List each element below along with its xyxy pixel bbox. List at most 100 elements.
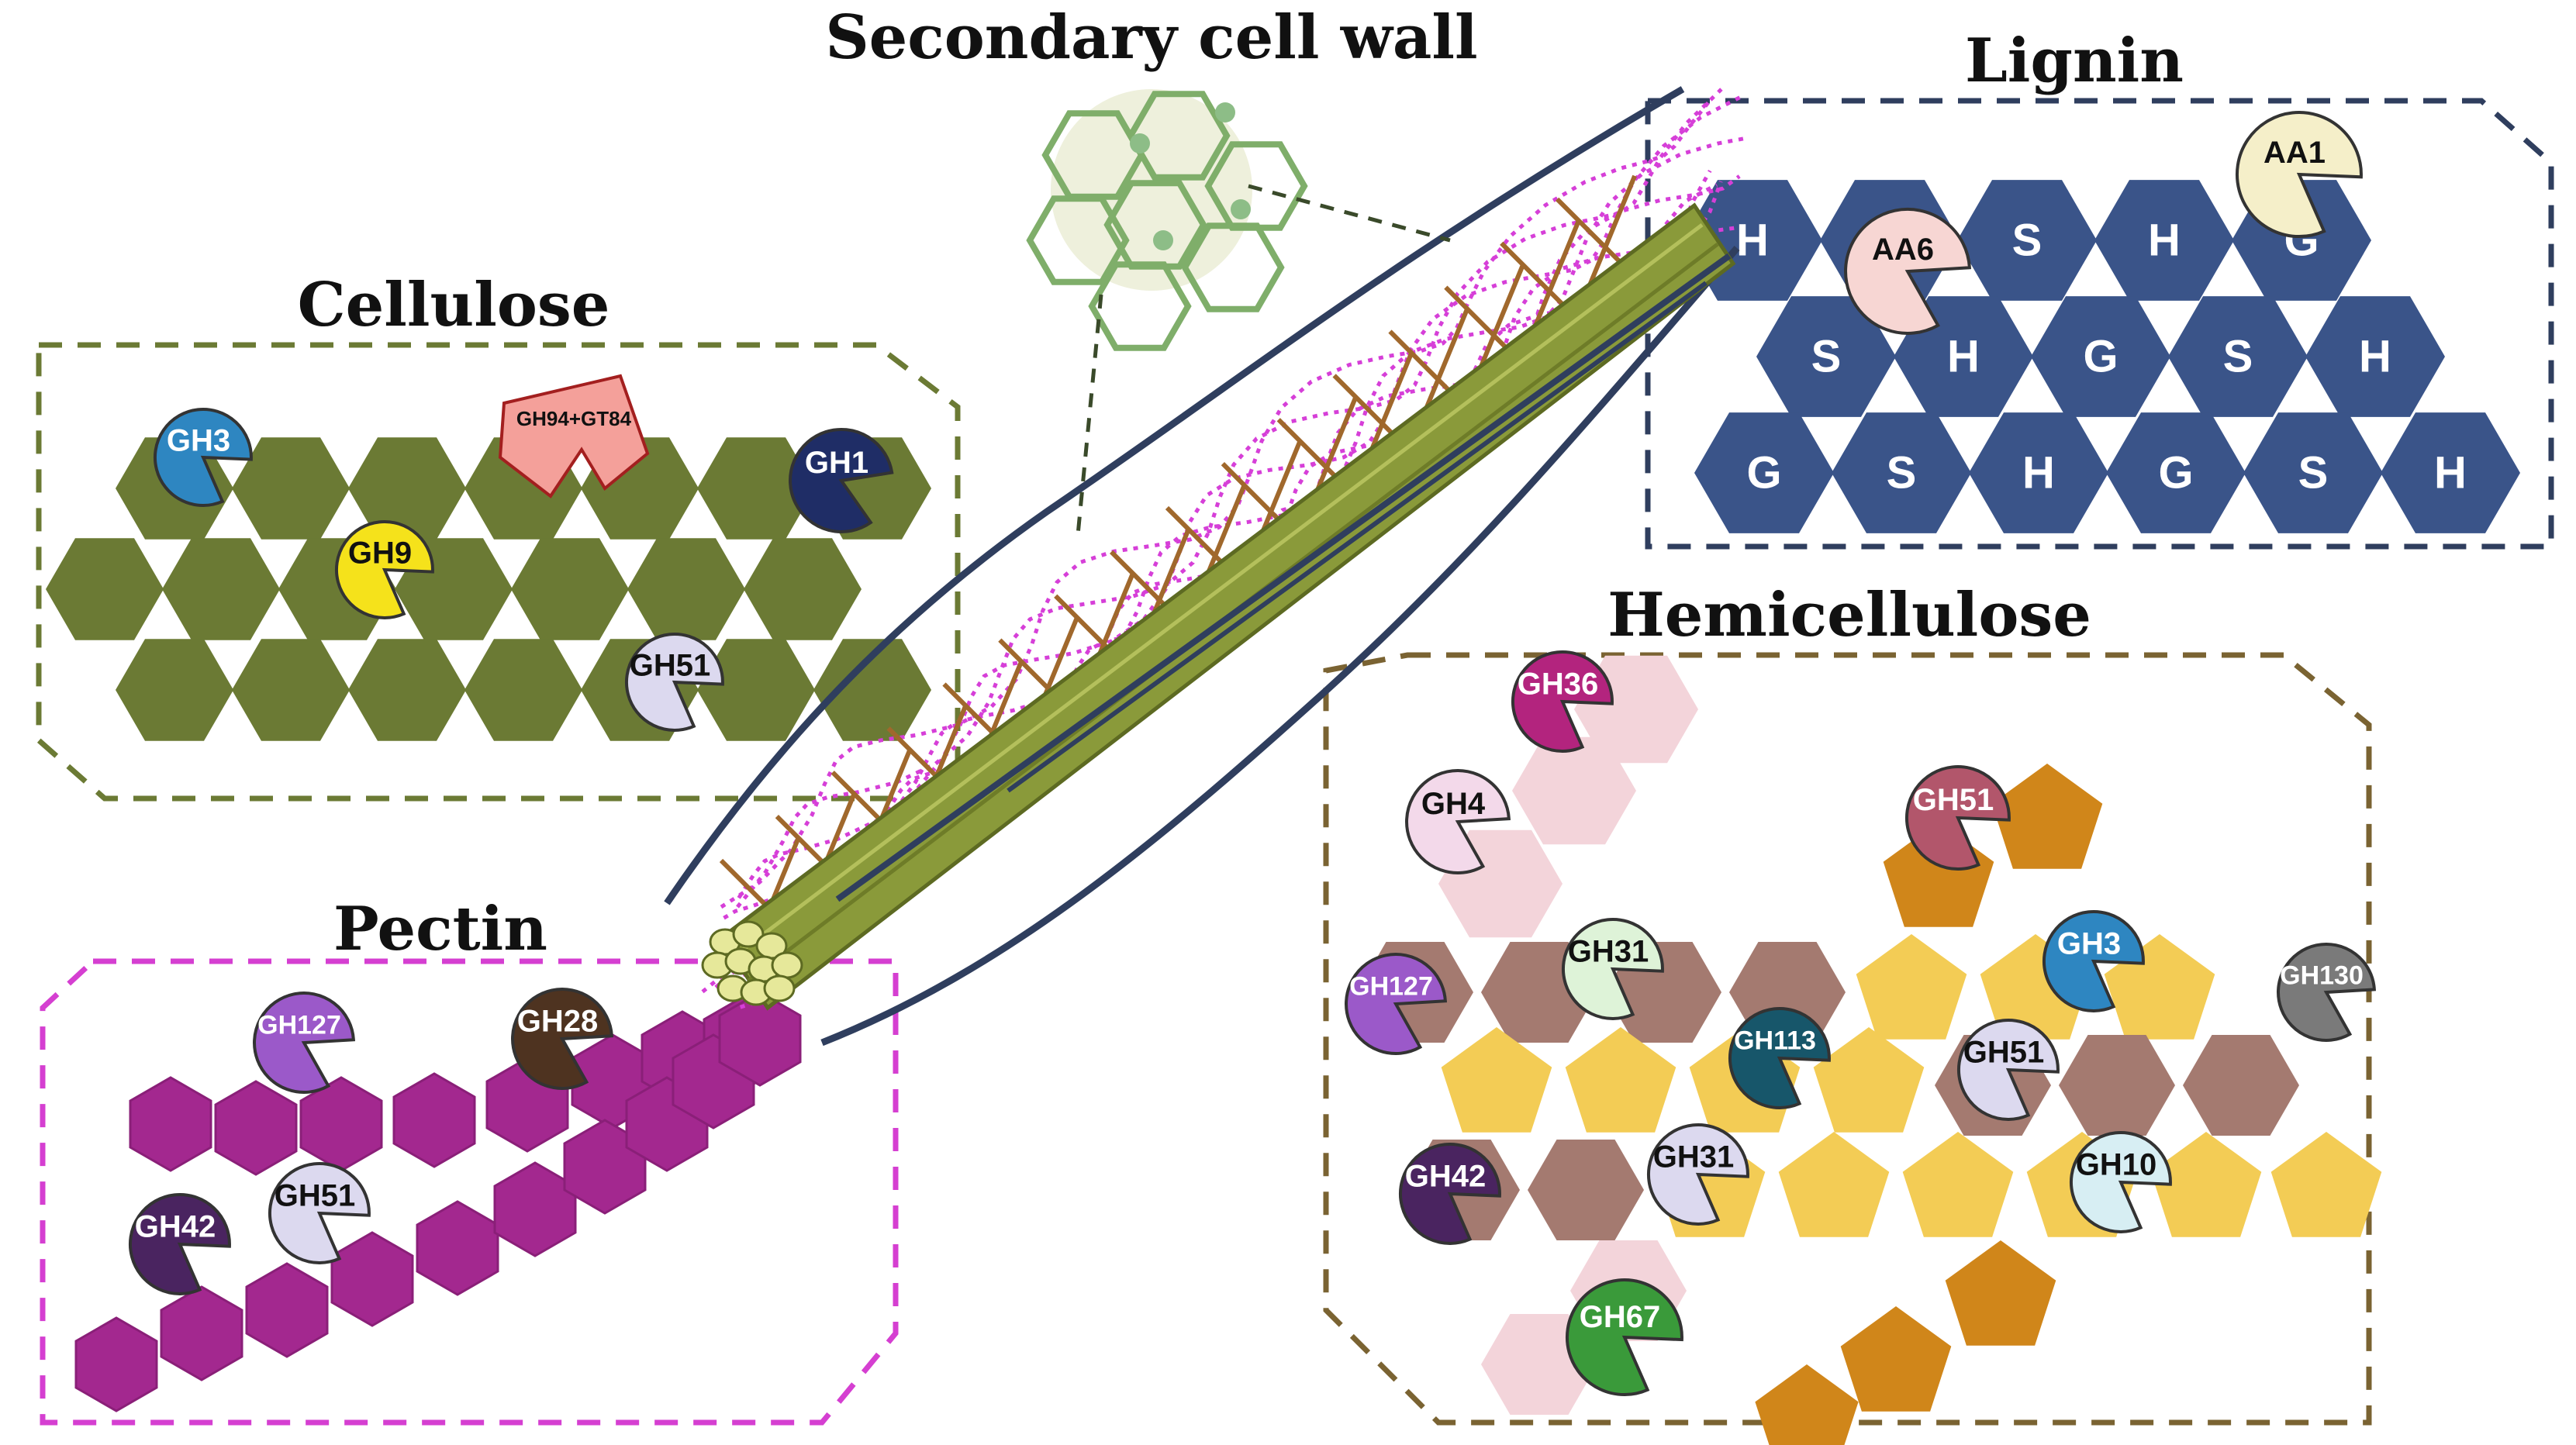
- lignin-unit-label: G: [1746, 448, 1781, 498]
- enzyme-cellulose: GH1: [789, 427, 894, 533]
- lignin-unit-label: S: [2223, 332, 2253, 382]
- enzyme-label: GH4: [1421, 787, 1486, 821]
- pectin-hexagon: [214, 1080, 298, 1176]
- lignin-unit-label: H: [2022, 448, 2055, 498]
- enzyme-shape: [1956, 1019, 2060, 1121]
- enzyme-label: GH67: [1580, 1300, 1661, 1334]
- enzyme-label: GH113: [1734, 1026, 1816, 1056]
- glucose-hexagon: [348, 437, 466, 540]
- sugar-hexagon: [2059, 1035, 2175, 1136]
- enzyme-pectin: GH51: [268, 1162, 371, 1264]
- lignin-hexagon: [1832, 412, 1971, 533]
- enzyme-shape: [1561, 918, 1664, 1020]
- enzyme-hemicellulose: GH42: [1398, 1143, 1501, 1245]
- lignin-unit-label: G: [2158, 448, 2193, 498]
- pectin-hexagon: [245, 1262, 329, 1358]
- enzyme-label: GH3: [167, 423, 230, 457]
- pectin-units: [74, 991, 802, 1412]
- lignin-title: Lignin: [1965, 26, 2184, 96]
- sugar-pentagon: [1755, 1364, 1859, 1445]
- glucose-hexagon: [162, 538, 280, 640]
- sugar-pentagon: [1856, 934, 1967, 1040]
- enzyme-hemicellulose: GH3: [2042, 910, 2145, 1012]
- enzyme-lignin: AA6: [1844, 207, 1972, 335]
- enzyme-label: GH1: [805, 446, 868, 480]
- lignin-hexagon: [2094, 180, 2234, 301]
- enzyme-pectin: GH127: [253, 991, 356, 1095]
- lignin-unit-label: H: [2148, 216, 2181, 266]
- hemicellulose-strand: [720, 98, 1712, 909]
- lignin-hexagon: [2243, 412, 2383, 533]
- lignin-hexagon: [2168, 296, 2308, 417]
- hemicellulose-units: [1357, 655, 2382, 1445]
- enzyme-pectin: GH42: [128, 1193, 231, 1295]
- enzyme-label: GH130: [2280, 960, 2364, 990]
- enzyme-hemicellulose: GH31: [1561, 918, 1664, 1020]
- glucose-hexagon: [464, 639, 582, 741]
- microfibril-end: [732, 920, 765, 948]
- enzyme-hemicellulose: GH51: [1905, 765, 2011, 871]
- enzyme-shape: [2277, 943, 2377, 1042]
- hemicellulose-strand: [736, 88, 1723, 909]
- lignin-border: [1645, 98, 2554, 550]
- plant-cell-outline: [1088, 261, 1192, 351]
- lignin-unit-label: S: [2298, 448, 2329, 498]
- enzyme-pectin: GH28: [511, 988, 614, 1091]
- plant-cell-outline: [1041, 110, 1145, 200]
- plant-cell-outline: [1103, 180, 1207, 270]
- lignin-hexagon: [2106, 412, 2246, 533]
- lignin-unit-label: S: [1811, 332, 1842, 382]
- hemicellulose-strand: [737, 95, 1741, 899]
- microfibril-end: [763, 974, 796, 1002]
- microfibril-inner-line: [835, 253, 1732, 902]
- lignin-unit-label: H: [2434, 448, 2467, 498]
- sugar-pentagon: [1902, 1132, 2014, 1237]
- enzyme-shape: [2236, 111, 2363, 238]
- glucose-hexagon: [232, 437, 350, 540]
- cellulose-panel: Cellulose: [36, 270, 961, 802]
- inset-leader-right: [1248, 184, 1451, 243]
- enzyme-label: GH51: [275, 1179, 356, 1213]
- cell-nucleus: [1130, 133, 1150, 153]
- glucose-hexagon: [348, 639, 466, 741]
- enzyme-shape: [128, 1193, 231, 1295]
- enzyme-hemicellulose: GH4: [1405, 768, 1511, 874]
- plant-cell-outline: [1026, 195, 1130, 285]
- pectin-panel: Pectin: [40, 894, 899, 1426]
- enzyme-label: GH31: [1653, 1140, 1735, 1174]
- enzyme-hemicellulose: GH36: [1511, 650, 1614, 753]
- enzyme-hemicellulose: GH51: [1956, 1019, 2060, 1121]
- enzyme-label: GH10: [2076, 1148, 2157, 1182]
- pectin-hexagon: [129, 1076, 212, 1172]
- plant-cell-outline: [1204, 141, 1308, 231]
- plant-cell-outline: [1127, 91, 1231, 181]
- enzyme-hemicellulose: GH31: [1646, 1123, 1749, 1226]
- glucose-hexagon: [46, 538, 164, 640]
- enzyme-cellulose: GH3: [153, 408, 253, 507]
- hemicellulose-title: Hemicellulose: [1607, 580, 2091, 650]
- lignin-unit-label: H: [1947, 332, 1980, 382]
- pectin-hexagon: [493, 1161, 577, 1257]
- sugar-hexagon: [2183, 1035, 2299, 1136]
- lignin-unit-label: S: [2012, 216, 2042, 266]
- cellulose-title: Cellulose: [298, 270, 610, 340]
- plant-cell-outline: [1181, 222, 1285, 312]
- enzyme-label: GH9: [348, 536, 412, 570]
- enzyme-shape: [1398, 1143, 1501, 1245]
- enzyme-shape: [789, 427, 894, 533]
- sugar-pentagon: [1991, 764, 2103, 869]
- pectin-border: [40, 958, 899, 1426]
- glucose-hexagon: [511, 538, 629, 640]
- enzyme-label: GH28: [517, 1005, 599, 1039]
- enzyme-shape: [1646, 1123, 1749, 1226]
- sugar-pentagon: [1565, 1027, 1676, 1133]
- enzyme-label: GH51: [1963, 1036, 2045, 1070]
- enzyme-shape: [1511, 650, 1614, 753]
- enzyme-shape: [1405, 768, 1511, 874]
- lignin-hexagon: [2031, 296, 2170, 417]
- pectin-title: Pectin: [333, 894, 547, 964]
- enzyme-cellulose: GH94+GT84: [498, 374, 650, 498]
- enzyme-label: GH127: [1349, 972, 1433, 1002]
- pectin-hexagon: [392, 1072, 476, 1168]
